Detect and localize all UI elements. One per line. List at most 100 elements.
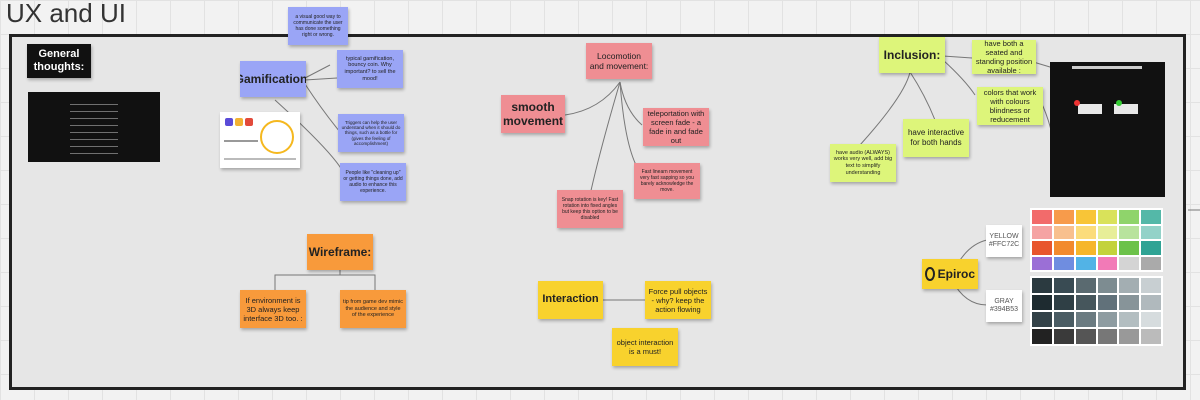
color-swatch — [1075, 329, 1096, 344]
inclusion-heading[interactable]: Inclusion: — [879, 37, 945, 73]
note-3d-interface[interactable]: If environment is 3D always keep interfa… — [240, 290, 306, 328]
app-icon — [235, 118, 243, 126]
connector — [340, 274, 376, 290]
color-swatch — [1075, 225, 1096, 239]
both-hands-note[interactable]: have interactive for both hands — [903, 119, 969, 157]
text-line — [224, 158, 296, 160]
object-interaction-note[interactable]: object interaction is a must! — [612, 328, 678, 366]
color-swatch — [1119, 256, 1140, 270]
snap-rotation-note[interactable]: Snap rotation is key! Fast rotation into… — [557, 190, 623, 228]
fast-linear-movement-note[interactable]: Fast linearn movement very fast sapping … — [634, 163, 700, 199]
ui-sample — [1114, 104, 1138, 114]
gamification-heading[interactable]: Gamification: — [240, 61, 306, 97]
connector — [909, 71, 936, 121]
color-swatch — [1032, 210, 1052, 224]
color-swatch — [1032, 295, 1052, 310]
color-swatch — [1053, 312, 1074, 327]
color-swatch — [1119, 225, 1140, 239]
color-swatch — [1053, 256, 1074, 270]
seated-standing-note[interactable]: have both a seated and standing position… — [972, 40, 1036, 74]
connector — [274, 99, 343, 171]
color-swatch — [1141, 312, 1161, 327]
scribble-text — [70, 100, 118, 154]
audio-note[interactable]: have audio (ALWAYS) works very well, add… — [830, 144, 896, 182]
connector — [304, 77, 338, 81]
color-swatch — [1097, 295, 1118, 310]
app-icon — [245, 118, 253, 126]
color-swatch — [1053, 295, 1074, 310]
color-swatch — [1075, 256, 1096, 270]
color-swatch — [1032, 225, 1052, 239]
color-swatch — [1141, 241, 1161, 255]
color-swatch — [1075, 295, 1096, 310]
epiroc-logo-note[interactable]: Epiroc — [922, 259, 978, 289]
circle-graphic-icon — [260, 120, 294, 154]
error-icon — [1074, 100, 1080, 106]
color-swatch — [1053, 329, 1074, 344]
color-swatch — [1097, 241, 1118, 255]
color-swatch — [1032, 278, 1052, 293]
gray-palette[interactable] — [1030, 276, 1163, 346]
color-swatch — [1119, 210, 1140, 224]
epiroc-logo-icon — [925, 267, 935, 281]
connector — [859, 71, 911, 146]
board-title: UX and UI — [6, 0, 126, 28]
color-swatch — [1141, 225, 1161, 239]
epiroc-brand-name: Epiroc — [937, 266, 975, 281]
connector — [619, 81, 643, 126]
color-swatch — [1141, 210, 1161, 224]
color-swatch — [1053, 225, 1074, 239]
color-blindness-note[interactable]: colors that work with colours blindness … — [977, 87, 1043, 125]
ui-sample — [1078, 104, 1102, 114]
color-swatch — [1119, 241, 1140, 255]
force-pull-note[interactable]: Force pull objects - why? keep the actio… — [645, 281, 711, 319]
gamification-image[interactable] — [220, 112, 300, 168]
colorblind-reference-image[interactable] — [1050, 62, 1165, 197]
color-swatch — [1032, 256, 1052, 270]
color-swatch — [1032, 312, 1052, 327]
text-line — [1072, 66, 1142, 69]
color-swatch — [1097, 329, 1118, 344]
text-line — [224, 140, 258, 142]
color-swatch — [1097, 278, 1118, 293]
color-swatch — [1097, 210, 1118, 224]
color-swatch — [1119, 329, 1140, 344]
note-triggers[interactable]: Triggers can help the user understand wh… — [338, 114, 404, 152]
color-swatch — [1032, 241, 1052, 255]
gray-color-label[interactable]: GRAY #394B53 — [986, 290, 1022, 322]
connector — [564, 81, 621, 116]
teleportation-note[interactable]: teleportation with screen fade - a fade … — [643, 108, 709, 146]
connector — [942, 59, 976, 96]
note-game-dev-tip[interactable]: tip from game dev mimic the audience and… — [340, 290, 406, 328]
color-swatch — [1119, 278, 1140, 293]
connector — [304, 64, 331, 79]
color-swatch — [1075, 278, 1096, 293]
color-swatch — [1141, 256, 1161, 270]
general-thoughts-label[interactable]: General thoughts: — [27, 44, 91, 78]
color-swatch — [1097, 225, 1118, 239]
locomotion-heading[interactable]: Locomotion and movement: — [586, 43, 652, 79]
color-swatch — [1141, 278, 1161, 293]
app-icon — [225, 118, 233, 126]
color-swatch — [1119, 312, 1140, 327]
color-swatch — [1075, 241, 1096, 255]
note-visual-feedback[interactable]: a visual good way to communicate the use… — [288, 7, 348, 45]
color-swatch — [1097, 312, 1118, 327]
color-swatch — [1141, 329, 1161, 344]
wireframe-heading[interactable]: Wireframe: — [307, 234, 373, 270]
color-swatch — [1053, 278, 1074, 293]
smooth-movement-note[interactable]: smooth movement — [501, 95, 565, 133]
color-swatch — [1075, 312, 1096, 327]
note-typical-gamification[interactable]: typical gamification, bouncy coin. Why i… — [337, 50, 403, 88]
note-people-cleaning-up[interactable]: People like "cleaning up" or getting thi… — [340, 163, 406, 201]
yellow-palette[interactable] — [1030, 208, 1163, 272]
connector — [589, 81, 621, 196]
color-swatch — [1032, 329, 1052, 344]
interaction-heading[interactable]: Interaction — [538, 281, 603, 319]
yellow-color-label[interactable]: YELLOW #FFC72C — [986, 225, 1022, 257]
color-swatch — [1053, 241, 1074, 255]
general-thoughts-notes-image[interactable] — [28, 92, 160, 162]
connector — [942, 55, 973, 59]
color-swatch — [1053, 210, 1074, 224]
color-swatch — [1075, 210, 1096, 224]
